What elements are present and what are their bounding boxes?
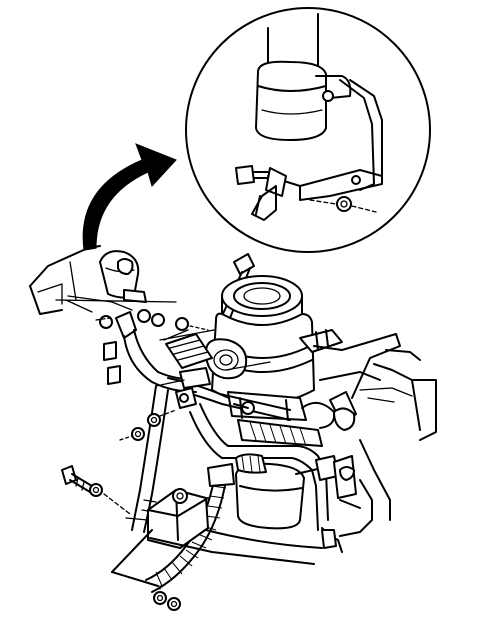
clamp-bolt-detail: [322, 90, 334, 102]
nut-bottom: [153, 585, 181, 611]
canister-assembly: [205, 275, 343, 421]
engine-structure-right: [301, 333, 437, 441]
cylinder-clamp-bracket: [267, 79, 383, 201]
washer: [89, 483, 103, 497]
nut: [167, 597, 181, 611]
engine-outline-lower: [205, 439, 391, 549]
cylinder-mount-left: [55, 250, 209, 385]
leader-lines: [155, 329, 271, 387]
bolt-left-lower: [61, 465, 131, 515]
body-panel-left: [29, 245, 101, 315]
nut-left-middle: [119, 409, 177, 441]
support-bracket: [111, 488, 315, 587]
detail-view: [185, 7, 431, 253]
cylinder-detail: [255, 13, 352, 141]
nut-detail: [309, 196, 377, 213]
filter-canister: [235, 453, 357, 553]
coiled-hose: [145, 463, 235, 593]
washer: [153, 591, 167, 605]
hose-middle: [159, 329, 291, 421]
callout-arrow: [82, 143, 177, 251]
detail-view-circle: [185, 7, 431, 253]
bracket-bolt: [235, 165, 287, 221]
hose-lower-right: [189, 401, 329, 531]
